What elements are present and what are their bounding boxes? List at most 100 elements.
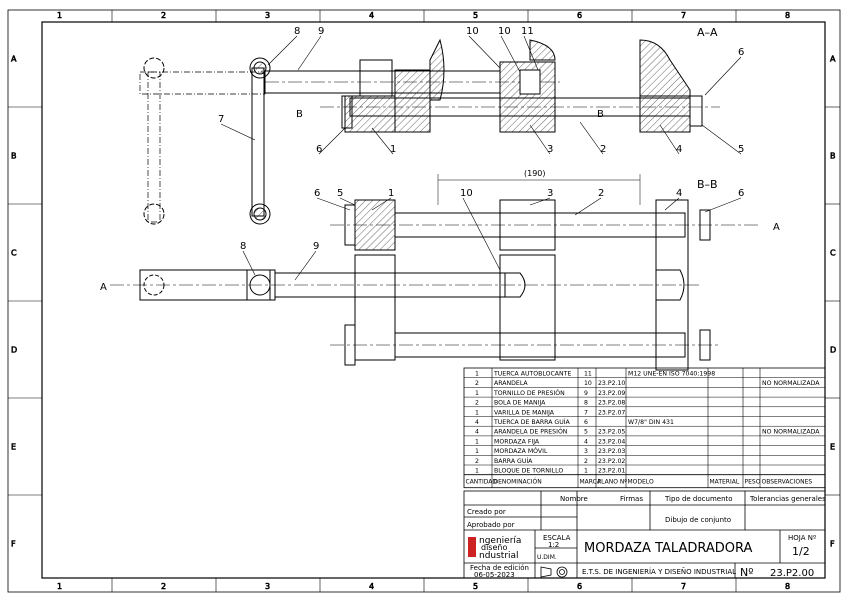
- bom-cell-name: VARILLA DE MANIJA: [494, 409, 555, 416]
- zone-row-D: D: [11, 346, 17, 355]
- bom-cell-mark: 3: [584, 448, 588, 455]
- top-view: [139, 38, 720, 225]
- bom-cell-qty: 2: [475, 380, 479, 387]
- tolerancias-header: Tolerancias generales: [749, 495, 826, 503]
- creado-por: Creado por: [467, 508, 506, 516]
- bom-cell-name: BOLA DE MANIJA: [494, 400, 546, 407]
- udim-label: U.DIM.: [537, 554, 557, 561]
- zone-col-4: 4: [369, 582, 374, 591]
- balloon-top-10: 10: [498, 26, 511, 37]
- bom-cell-name: MORDAZA FIJA: [494, 438, 540, 445]
- balloon-front-4: 4: [676, 188, 682, 199]
- zone-col-3: 3: [265, 11, 270, 20]
- bom-cell-obs: NO NORMALIZADA: [762, 380, 820, 387]
- balloon-top-3: 3: [547, 144, 553, 155]
- escala-label: ESCALA: [543, 534, 571, 542]
- zone-col-7: 7: [681, 582, 686, 591]
- bom-cell-plan: 23.P2.01: [598, 468, 625, 475]
- bom-header-model: MODELO: [628, 479, 654, 486]
- bom-cell-plan: 23.P2.07: [598, 409, 625, 416]
- firmas-header: Firmas: [620, 495, 643, 503]
- numero-label: Nº: [740, 566, 753, 579]
- bom-cell-name: MORDAZA MÓVIL: [494, 446, 548, 455]
- fecha-label: Fecha de edición: [470, 564, 529, 572]
- school-logo: ngeniería diseño ndustrial: [468, 536, 521, 561]
- zone-col-6: 6: [577, 11, 582, 20]
- zone-col-7: 7: [681, 11, 686, 20]
- zone-col-5: 5: [473, 11, 478, 20]
- bom-header-mark: MARCA: [580, 479, 602, 486]
- hoja-label: HOJA Nº: [788, 534, 816, 542]
- balloon-front-2: 2: [598, 188, 604, 199]
- zone-row-D: D: [830, 346, 836, 355]
- zone-col-2: 2: [161, 11, 166, 20]
- svg-text:diseño: diseño: [481, 543, 507, 552]
- zone-col-1: 1: [57, 582, 62, 591]
- balloon-top-10: 10: [466, 26, 479, 37]
- balloon-top-2: 2: [600, 144, 606, 155]
- dimension-190: (190): [524, 169, 546, 178]
- zone-row-B: B: [11, 152, 17, 161]
- tipo-doc-header: Tipo de documento: [664, 495, 733, 503]
- zone-row-F: F: [830, 540, 835, 549]
- bom-cell-name: ARANDELA DE PRESIÓN: [494, 427, 568, 436]
- balloon-top-5: 5: [738, 144, 744, 155]
- bom-cell-mark: 8: [584, 400, 588, 407]
- zone-col-1: 1: [57, 11, 62, 20]
- bom-header-material: MATERIAL: [710, 479, 740, 486]
- balloon-top-11: 11: [521, 26, 534, 37]
- balloon-top-7: 7: [218, 114, 224, 125]
- bom-cell-name: BARRA GUÍA: [494, 456, 533, 465]
- bom-header-obs: OBSERVACIONES: [762, 479, 813, 486]
- balloon-front-6: 6: [738, 188, 744, 199]
- zone-row-A: A: [11, 55, 17, 64]
- bom-cell-qty: 2: [475, 400, 479, 407]
- bom-cell-plan: 23.P2.02: [598, 458, 625, 465]
- balloon-front-10: 10: [460, 188, 473, 199]
- bom-cell-mark: 11: [584, 371, 592, 378]
- balloon-top-6: 6: [316, 144, 322, 155]
- balloon-top-6: 6: [738, 47, 744, 58]
- bom-cell-plan: 23.P2.04: [598, 438, 625, 445]
- bom-cell-mark: 5: [584, 429, 588, 436]
- school-name: E.T.S. DE INGENIERÍA Y DISEÑO INDUSTRIAL: [582, 567, 736, 576]
- hoja-value: 1/2: [792, 545, 810, 558]
- cut-a-left: A: [100, 282, 107, 293]
- bom-cell-name: ARANDELA: [494, 380, 528, 387]
- bom-cell-name: BLOQUE DE TORNILLO: [494, 468, 563, 475]
- bom-cell-qty: 4: [475, 429, 479, 436]
- zone-row-E: E: [11, 443, 16, 452]
- tipo-doc-value: Dibujo de conjunto: [665, 516, 731, 524]
- balloon-top-8: 8: [294, 26, 300, 37]
- bom-cell-mark: 10: [584, 380, 592, 387]
- plan-number: 23.P2.00: [770, 568, 814, 579]
- bom-row: 2 ARANDELA 10 23.P2.10 NO NORMALIZADA: [475, 380, 820, 387]
- bom-cell-qty: 2: [475, 458, 479, 465]
- bom-cell-plan: 23.P2.10: [598, 380, 625, 387]
- zone-col-5: 5: [473, 582, 478, 591]
- balloon-top-9: 9: [318, 26, 324, 37]
- bom-cell-mark: 4: [584, 438, 588, 445]
- bom-header-qty: CANTIDAD: [466, 479, 498, 486]
- view-labels: A–A B–B B B A A (190): [100, 26, 780, 293]
- bom-cell-mark: 9: [584, 390, 588, 397]
- zone-col-2: 2: [161, 582, 166, 591]
- aprobado-por: Aprobado por: [467, 521, 515, 529]
- balloon-front-8: 8: [240, 241, 246, 252]
- bom-cell-model: W7/8" DIN 431: [628, 419, 674, 426]
- svg-text:ndustrial: ndustrial: [479, 551, 519, 561]
- bom-cell-qty: 1: [475, 409, 479, 416]
- zone-col-3: 3: [265, 582, 270, 591]
- drawing-title: MORDAZA TALADRADORA: [584, 541, 753, 556]
